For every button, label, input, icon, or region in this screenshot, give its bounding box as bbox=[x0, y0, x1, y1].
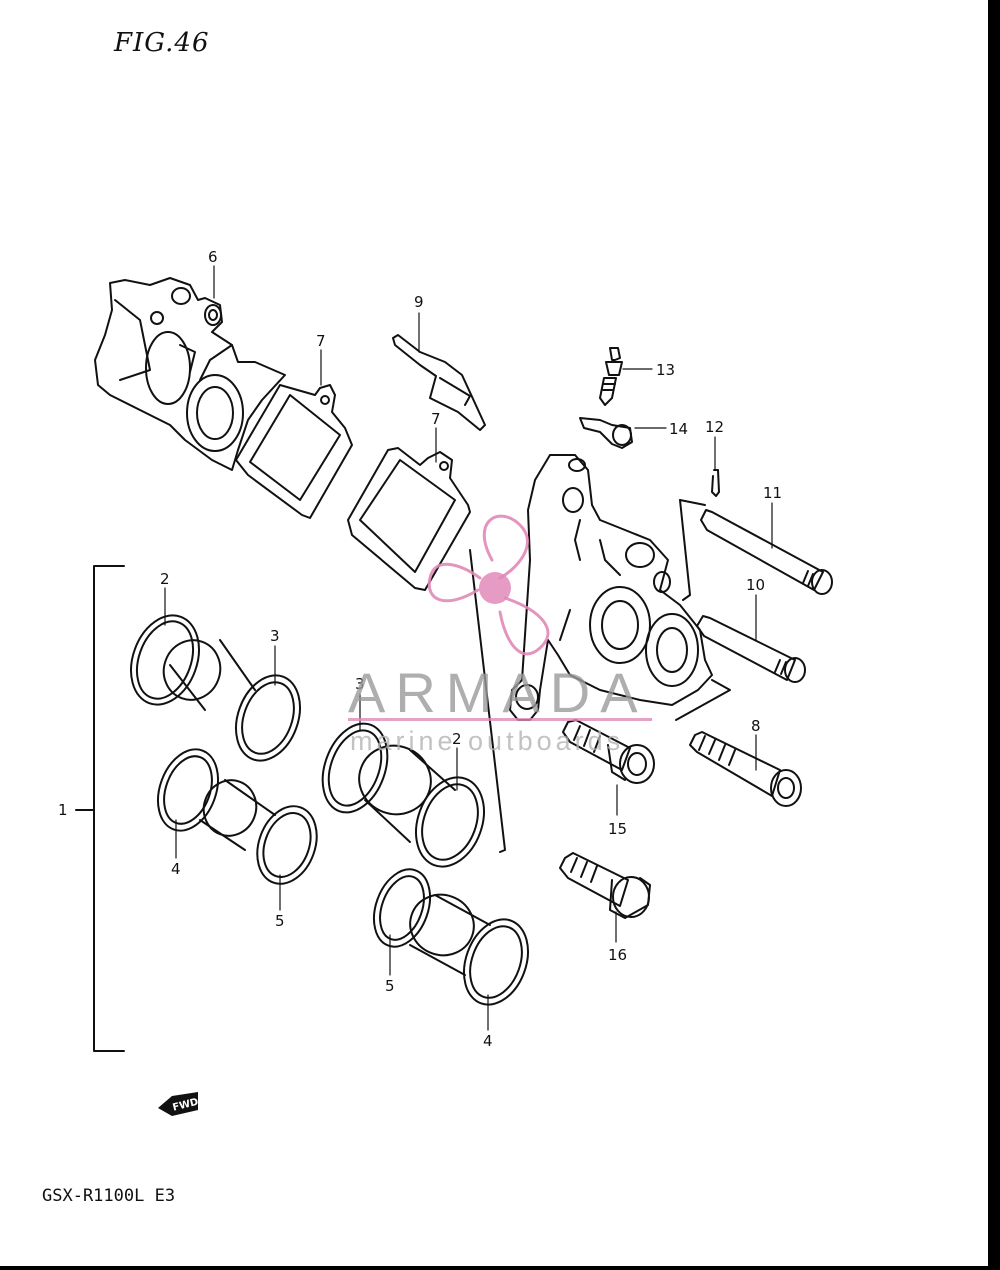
propeller-logo-icon bbox=[427, 514, 550, 656]
propeller-hub-icon bbox=[479, 572, 511, 604]
callout-4: 4 bbox=[483, 1032, 493, 1050]
pad-shim bbox=[392, 334, 486, 431]
callout-4: 4 bbox=[171, 860, 181, 878]
assembly-bracket bbox=[75, 565, 125, 1052]
callout-15: 15 bbox=[608, 820, 627, 838]
forward-direction-badge: FWD bbox=[158, 1092, 200, 1116]
callout-11: 11 bbox=[763, 484, 782, 502]
pad-pin-10 bbox=[696, 615, 806, 683]
callout-7: 7 bbox=[431, 410, 441, 428]
brake-pad-lower bbox=[347, 447, 471, 591]
callout-5: 5 bbox=[385, 977, 395, 995]
brake-pad-upper bbox=[235, 384, 353, 519]
callout-3: 3 bbox=[355, 675, 365, 693]
callout-2: 2 bbox=[452, 730, 462, 748]
callout-8: 8 bbox=[751, 717, 761, 735]
leader-lines bbox=[164, 265, 773, 1031]
bolt-8 bbox=[689, 731, 802, 807]
page-border-right bbox=[988, 0, 1000, 1270]
piston-seal-set-left bbox=[130, 614, 318, 885]
piston-seal-set-middle bbox=[321, 722, 485, 868]
bleeder-valve bbox=[599, 347, 623, 406]
callout-6: 6 bbox=[208, 248, 218, 266]
bolt-16 bbox=[559, 852, 651, 919]
page-border-bottom bbox=[0, 1266, 1000, 1270]
callout-labels: 1 2 2 3 3 4 4 5 5 6 7 7 8 9 10 11 12 13 … bbox=[58, 248, 782, 1050]
callout-12: 12 bbox=[705, 418, 724, 436]
callout-1: 1 bbox=[58, 801, 68, 819]
callout-3: 3 bbox=[270, 627, 280, 645]
bleeder-cap bbox=[579, 417, 633, 449]
callout-14: 14 bbox=[669, 420, 688, 438]
callout-5: 5 bbox=[275, 912, 285, 930]
caliper-body-outer bbox=[94, 277, 286, 471]
callout-16: 16 bbox=[608, 946, 627, 964]
piston-seal-set-lower bbox=[372, 868, 529, 1006]
figure-title: FIG.46 bbox=[114, 28, 210, 58]
callout-10: 10 bbox=[746, 576, 765, 594]
watermark-tagline: marine outboards bbox=[350, 726, 624, 756]
watermark: ARMADA marine outboards bbox=[348, 514, 652, 756]
bracket-outline bbox=[469, 499, 731, 853]
pad-pin-11 bbox=[700, 509, 833, 595]
callout-7: 7 bbox=[316, 332, 326, 350]
callout-13: 13 bbox=[656, 361, 675, 379]
pin-clip bbox=[711, 469, 720, 497]
model-code: GSX-R1100L E3 bbox=[42, 1186, 176, 1206]
callout-2: 2 bbox=[160, 570, 170, 588]
caliper-body-inner bbox=[509, 454, 713, 721]
watermark-brand: ARMADA bbox=[348, 661, 648, 724]
callout-9: 9 bbox=[414, 293, 424, 311]
